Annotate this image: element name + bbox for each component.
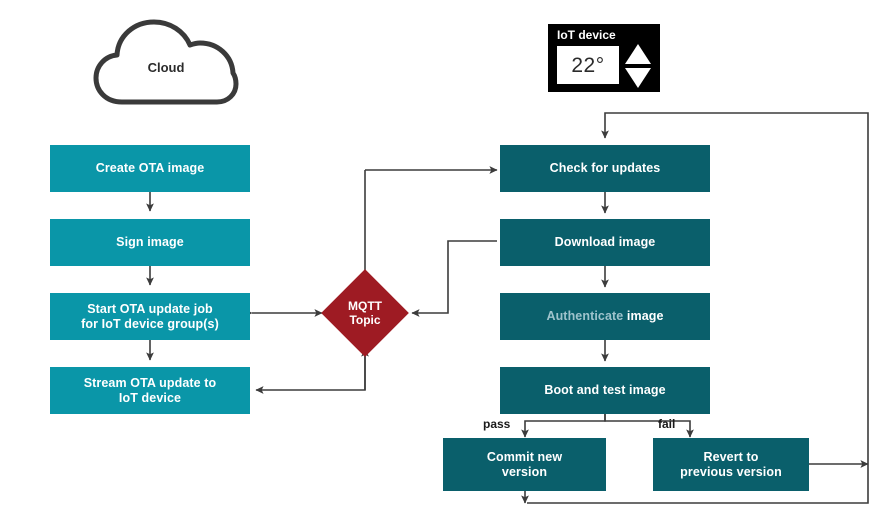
- node-sign-image: Sign image: [50, 219, 250, 266]
- cloud-shape: [93, 19, 239, 105]
- iot-device-title: IoT device: [557, 28, 616, 42]
- node-download-image-label: Download image: [554, 235, 656, 249]
- node-commit-new-version: Commit new version: [443, 438, 606, 491]
- iot-device-display: 22°: [557, 46, 619, 84]
- node-commit-new-version-line1: Commit new: [486, 449, 563, 464]
- node-boot-and-test-image-label: Boot and test image: [544, 383, 666, 397]
- node-create-ota-image-label: Create OTA image: [95, 161, 205, 175]
- iot-device-stepper: [625, 44, 651, 88]
- node-boot-and-test-image: Boot and test image: [500, 367, 710, 414]
- node-commit-new-version-label: Commit new version: [487, 450, 562, 480]
- node-authenticate-image: Authenticate image: [500, 293, 710, 340]
- edge-label-pass: pass: [483, 417, 511, 431]
- node-commit-new-version-line2: version: [501, 464, 548, 479]
- node-mqtt-topic: MQTT Topic: [321, 269, 409, 357]
- node-start-ota-update-job-line2: for IoT device group(s): [81, 316, 219, 331]
- node-start-ota-update-job-label: Start OTA update job for IoT device grou…: [81, 302, 219, 332]
- node-revert-to-previous-version-line1: Revert to: [703, 449, 759, 464]
- node-authenticate-image-label: Authenticate image: [546, 309, 663, 324]
- cloud-label: Cloud: [147, 60, 185, 75]
- node-check-for-updates-label: Check for updates: [549, 161, 661, 175]
- node-mqtt-topic-line2: Topic: [349, 313, 381, 327]
- iot-device-illustration: IoT device 22°: [548, 24, 660, 92]
- edge-label-fail: fail: [658, 417, 676, 431]
- node-stream-ota-update-label: Stream OTA update to IoT device: [84, 376, 217, 406]
- iot-device-temperature: 22°: [571, 53, 605, 77]
- node-revert-to-previous-version-label: Revert to previous version: [680, 450, 782, 480]
- node-start-ota-update-job-line1: Start OTA update job: [87, 301, 213, 316]
- node-start-ota-update-job: Start OTA update job for IoT device grou…: [50, 293, 250, 340]
- node-stream-ota-update-line2: IoT device: [118, 390, 182, 405]
- node-authenticate-image-accent: Authenticate: [546, 309, 624, 323]
- node-revert-to-previous-version: Revert to previous version: [653, 438, 809, 491]
- node-mqtt-topic-label: MQTT Topic: [348, 299, 382, 327]
- node-revert-to-previous-version-line2: previous version: [680, 464, 782, 479]
- node-sign-image-label: Sign image: [116, 235, 184, 249]
- triangle-down-icon: [625, 68, 651, 88]
- node-authenticate-image-main: image: [626, 309, 664, 323]
- node-stream-ota-update: Stream OTA update to IoT device: [50, 367, 250, 414]
- cloud-icon: Cloud: [92, 16, 240, 110]
- node-mqtt-topic-line1: MQTT: [348, 299, 382, 313]
- node-create-ota-image: Create OTA image: [50, 145, 250, 192]
- triangle-up-icon: [625, 44, 651, 64]
- node-check-for-updates: Check for updates: [500, 145, 710, 192]
- node-download-image: Download image: [500, 219, 710, 266]
- node-stream-ota-update-line1: Stream OTA update to: [83, 375, 217, 390]
